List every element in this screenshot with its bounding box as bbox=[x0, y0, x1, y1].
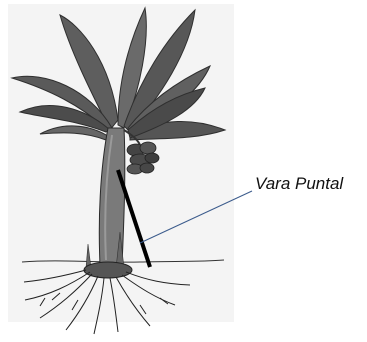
prop-pole-label: Vara Puntal bbox=[255, 174, 343, 194]
corm bbox=[84, 262, 132, 278]
